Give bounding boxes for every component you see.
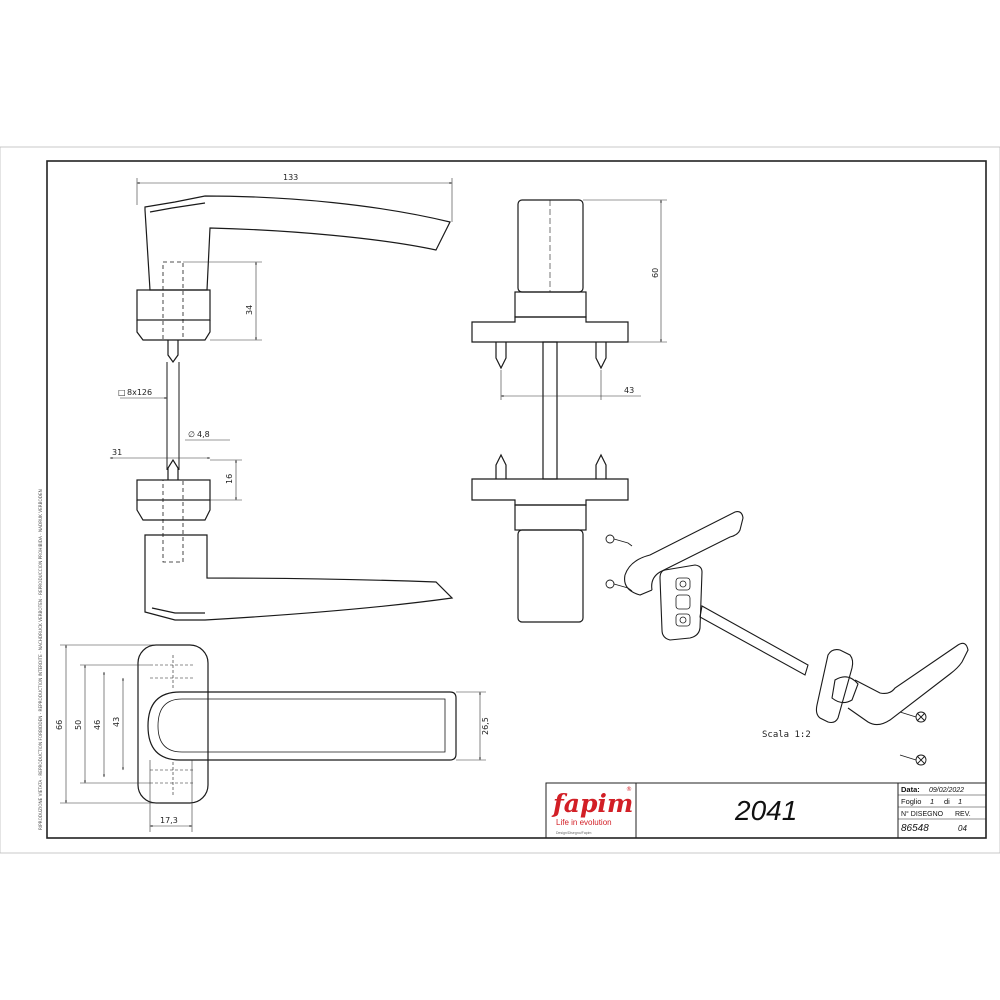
upper-screw-tip (167, 340, 179, 364)
lower-screw-tip (167, 458, 179, 480)
lower-rose-base (136, 500, 211, 521)
upper-rose-base (136, 320, 211, 341)
lever-top-inner (157, 698, 446, 753)
dim-screw-dia: 4,8 (197, 430, 210, 439)
dim-66: 66 (55, 720, 64, 730)
upper-grip (517, 199, 584, 293)
dim-34: 34 (245, 305, 254, 315)
upper-plate-side (471, 316, 629, 343)
iso-plate-detail (675, 577, 691, 627)
front-dimensions (109, 178, 453, 501)
side-dimensions (500, 199, 667, 400)
iso-right-lever (847, 642, 969, 726)
model-number: 2041 (734, 795, 797, 826)
top-view (137, 644, 457, 804)
date-label: Data: (901, 785, 920, 794)
left-pin-upper (495, 342, 507, 370)
sheet-number: 1 (930, 797, 934, 806)
dim-60: 60 (651, 268, 660, 278)
dim-43-side: 43 (624, 386, 634, 395)
iso-right-rose (831, 676, 859, 704)
dim-spindle: 8x126 (127, 388, 152, 397)
lever-top-outline (147, 691, 457, 761)
title-block (545, 782, 987, 839)
iso-left-lever-neck (624, 574, 653, 596)
plate-holes-hidden (150, 655, 195, 795)
sheet-total: 1 (958, 797, 962, 806)
dim-31: 31 (112, 448, 122, 457)
upper-lever-outline (144, 195, 451, 291)
title-block-frame (545, 782, 987, 839)
revision: 04 (958, 824, 967, 833)
dim-26-5: 26,5 (481, 717, 490, 735)
brand-logo: fapim (551, 789, 633, 818)
revision-label: REV. (955, 811, 971, 818)
right-pin-lower (595, 453, 607, 479)
dim-46: 46 (93, 720, 102, 730)
upper-rose-side (514, 291, 587, 318)
left-pin-lower (495, 453, 507, 479)
scale-label: Scala 1:2 (762, 730, 811, 740)
outer-sheet-border (0, 146, 1000, 854)
registered-mark: ® (626, 786, 632, 793)
dim-spindle-square: □ (118, 388, 126, 397)
brand-tagline: Life in evolution (556, 818, 612, 827)
iso-left-plate (659, 564, 703, 641)
isometric-view (605, 511, 969, 766)
front-view (136, 195, 454, 621)
small-print: Design/Disegno/Fapim (556, 831, 591, 835)
plate-outline (137, 644, 209, 804)
iso-screws (605, 534, 927, 766)
lower-spindle-hidden (162, 479, 184, 563)
drawing-frame (46, 160, 987, 839)
drawing-number: 86548 (901, 823, 929, 834)
dim-43-top: 43 (112, 717, 121, 727)
lower-plate-side (471, 478, 629, 506)
iso-left-lever (624, 511, 744, 591)
drawing-number-label: N° DISEGNO (901, 810, 944, 818)
side-view (471, 199, 629, 623)
lower-lever-edge (151, 607, 205, 614)
lower-lever-outline (144, 534, 454, 621)
dim-16: 16 (225, 474, 234, 484)
right-pin-upper (595, 342, 607, 370)
sheet-label: Foglio (901, 797, 921, 806)
legal-notice: RIPRODUZIONE VIETATA - REPRODUCTION FORB… (38, 489, 43, 830)
iso-right-plate (815, 649, 854, 724)
sheet-of: di (944, 797, 950, 806)
upper-rose (136, 289, 211, 321)
dim-screw-dia-symbol: ∅ (188, 430, 195, 439)
lower-rose-side (514, 504, 587, 531)
upper-lever-edge (149, 202, 206, 213)
date-value: 09/02/2022 (929, 787, 964, 794)
dim-133: 133 (283, 173, 298, 182)
top-dimensions (60, 644, 486, 832)
dim-17-3: 17,3 (160, 816, 178, 825)
lower-grip (517, 529, 584, 623)
upper-spindle-hidden (162, 261, 184, 341)
spindle-side (542, 341, 558, 480)
dim-50: 50 (74, 720, 83, 730)
iso-spindle (699, 605, 809, 676)
lower-rose (136, 479, 211, 501)
